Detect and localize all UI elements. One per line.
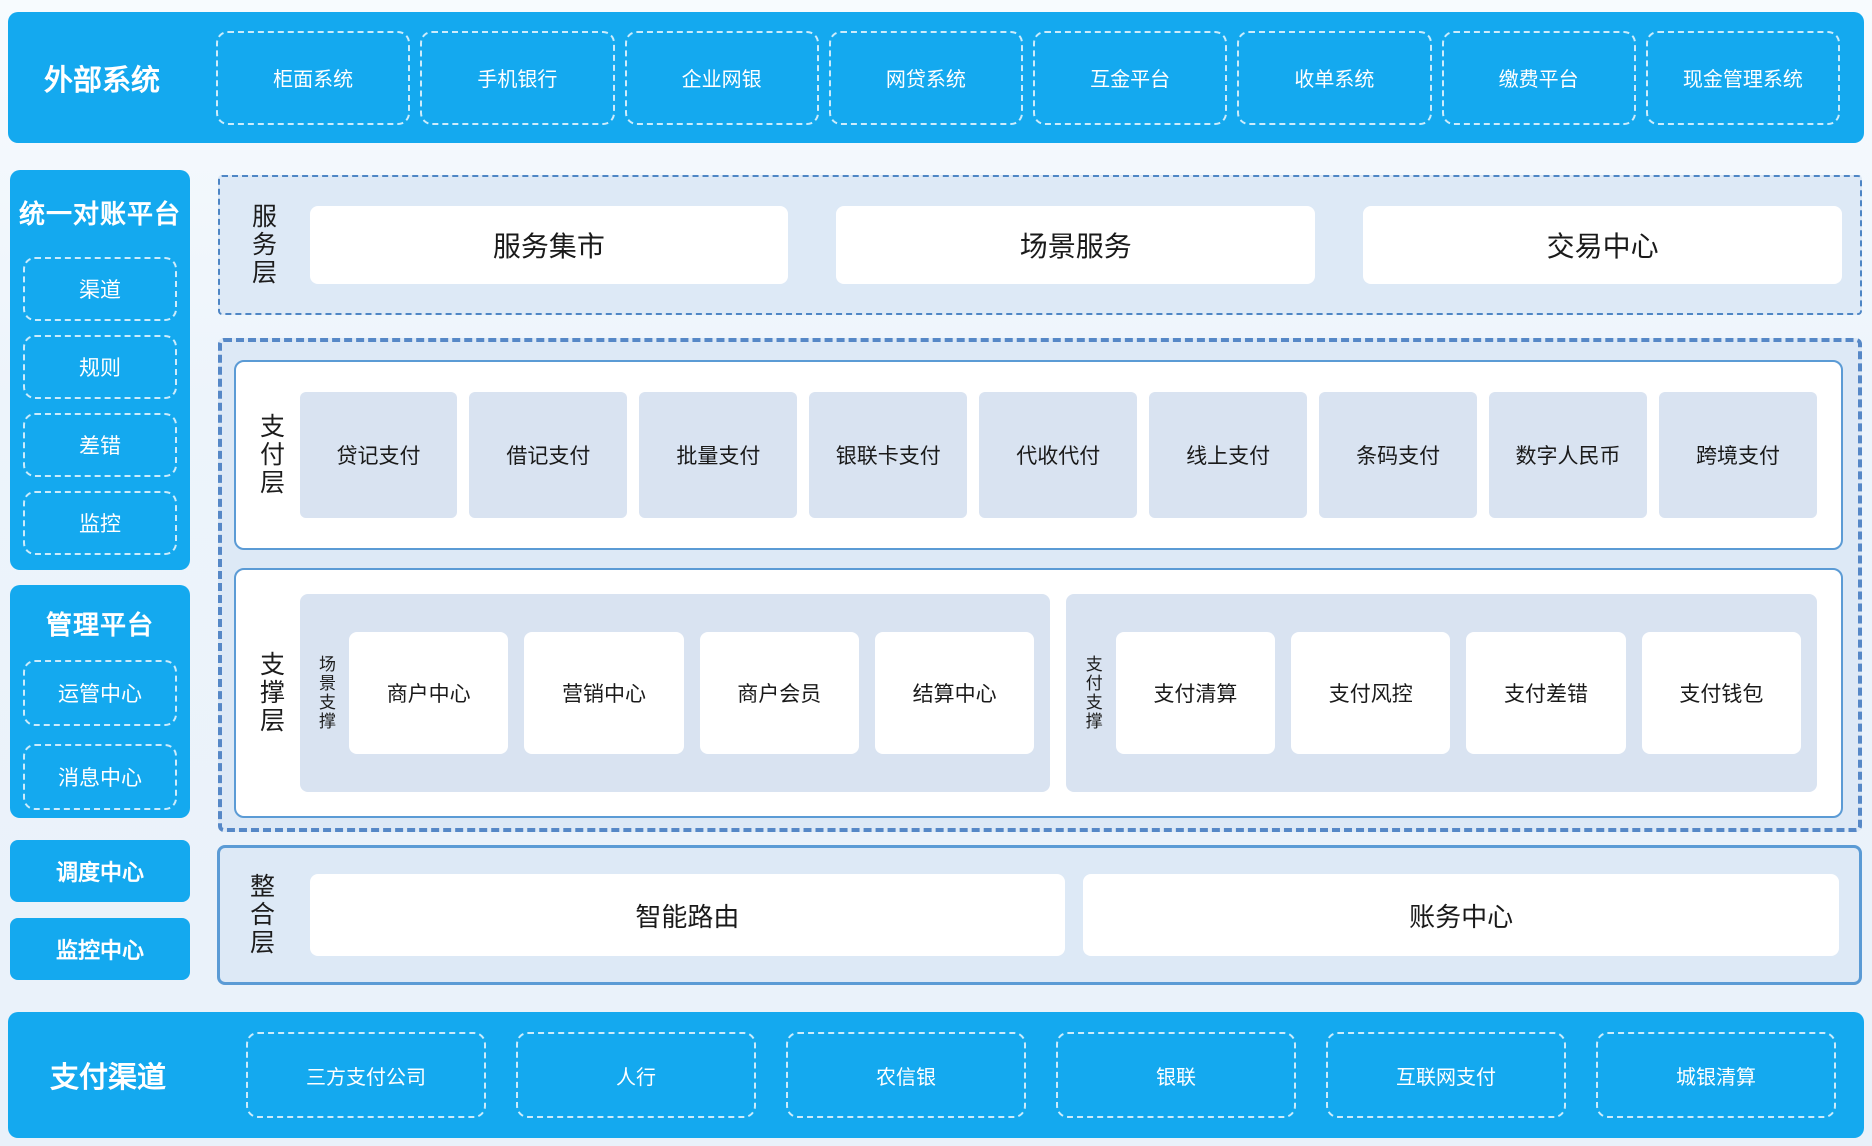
support-layer-box: 支撑层 场景支撑 商户中心 营销中心 商户会员 结算中心 支付支撑 支付清算 bbox=[234, 568, 1843, 818]
payment-support-items: 支付清算 支付风控 支付差错 支付钱包 bbox=[1115, 632, 1801, 754]
payment-box: 批量支付 bbox=[639, 392, 798, 518]
support-box-item: 结算中心 bbox=[874, 632, 1035, 754]
support-box-item: 支付清算 bbox=[1115, 632, 1276, 754]
support-box-item: 支付差错 bbox=[1466, 632, 1626, 754]
support-layer-groups: 场景支撑 商户中心 营销中心 商户会员 结算中心 支付支撑 支付清算 支付风控 … bbox=[299, 594, 1817, 792]
payment-box: 条码支付 bbox=[1319, 392, 1478, 518]
payment-channel-box: 人行 bbox=[516, 1032, 756, 1118]
service-box: 场景服务 bbox=[836, 206, 1316, 284]
external-system-box: 网贷系统 bbox=[828, 30, 1023, 125]
payment-channels-bar: 支付渠道 三方支付公司 人行 农信银 银联 互联网支付 城银清算 bbox=[8, 1012, 1864, 1138]
external-system-box: 柜面系统 bbox=[216, 30, 411, 125]
external-system-box: 缴费平台 bbox=[1441, 30, 1636, 125]
integration-box: 智能路由 bbox=[309, 874, 1066, 956]
management-platform-title: 管理平台 bbox=[45, 610, 154, 640]
service-box: 交易中心 bbox=[1363, 206, 1842, 284]
monitor-center-box: 监控中心 bbox=[10, 918, 190, 980]
reconciliation-box: 差错 bbox=[23, 413, 177, 477]
payment-channels-items: 三方支付公司 人行 农信银 银联 互联网支付 城银清算 bbox=[246, 1032, 1864, 1118]
dispatch-center-box: 调度中心 bbox=[10, 840, 190, 902]
payment-box: 银联卡支付 bbox=[809, 392, 968, 518]
payment-box: 数字人民币 bbox=[1489, 392, 1647, 518]
management-platform-block: 管理平台 运管中心 消息中心 bbox=[10, 585, 190, 818]
payment-channel-box: 农信银 bbox=[786, 1032, 1026, 1118]
payment-layer-label: 支付层 bbox=[256, 413, 285, 497]
payment-layer-box: 支付层 贷记支付 借记支付 批量支付 银联卡支付 代收代付 线上支付 条码支付 … bbox=[234, 360, 1843, 550]
core-layers-wrapper: 支付层 贷记支付 借记支付 批量支付 银联卡支付 代收代付 线上支付 条码支付 … bbox=[218, 338, 1862, 832]
payment-channel-box: 银联 bbox=[1056, 1032, 1296, 1118]
scene-support-label: 场景支撑 bbox=[316, 655, 336, 731]
management-box: 消息中心 bbox=[23, 744, 177, 810]
payment-support-panel: 支付支撑 支付清算 支付风控 支付差错 支付钱包 bbox=[1066, 594, 1817, 792]
management-items: 运管中心 消息中心 bbox=[10, 660, 190, 810]
service-box: 服务集市 bbox=[309, 206, 789, 284]
support-box-item: 商户中心 bbox=[349, 632, 509, 754]
integration-box: 账务中心 bbox=[1083, 874, 1839, 956]
reconciliation-box: 监控 bbox=[23, 491, 177, 555]
service-layer-region: 服务层 服务集市 场景服务 交易中心 bbox=[218, 175, 1862, 315]
support-box-item: 支付风控 bbox=[1291, 632, 1451, 754]
scene-support-panel: 场景支撑 商户中心 营销中心 商户会员 结算中心 bbox=[299, 594, 1051, 792]
payment-box: 借记支付 bbox=[469, 392, 628, 518]
payment-layer-items: 贷记支付 借记支付 批量支付 银联卡支付 代收代付 线上支付 条码支付 数字人民… bbox=[299, 392, 1818, 518]
support-box-item: 营销中心 bbox=[524, 632, 684, 754]
payment-box: 贷记支付 bbox=[299, 392, 458, 518]
external-system-box: 互金平台 bbox=[1033, 30, 1228, 125]
reconciliation-platform-title: 统一对账平台 bbox=[18, 199, 181, 229]
external-system-box: 收单系统 bbox=[1237, 30, 1432, 125]
support-box-item: 商户会员 bbox=[699, 632, 859, 754]
service-layer-label: 服务层 bbox=[248, 203, 277, 287]
reconciliation-items: 渠道 规则 差错 监控 bbox=[10, 257, 190, 555]
payment-channels-title: 支付渠道 bbox=[50, 1062, 167, 1094]
integration-layer-box: 整合层 智能路由 账务中心 bbox=[217, 845, 1862, 985]
reconciliation-platform-block: 统一对账平台 渠道 规则 差错 监控 bbox=[10, 170, 190, 570]
scene-support-items: 商户中心 营销中心 商户会员 结算中心 bbox=[349, 632, 1035, 754]
payment-box: 线上支付 bbox=[1149, 392, 1308, 518]
service-layer-items: 服务集市 场景服务 交易中心 bbox=[309, 206, 1843, 284]
payment-channel-box: 城银清算 bbox=[1596, 1032, 1836, 1118]
payment-support-label: 支付支撑 bbox=[1082, 655, 1102, 731]
support-box-item: 支付钱包 bbox=[1641, 632, 1801, 754]
payment-box: 代收代付 bbox=[979, 392, 1138, 518]
external-systems-items: 柜面系统 手机银行 企业网银 网贷系统 互金平台 收单系统 缴费平台 现金管理系… bbox=[216, 30, 1864, 125]
management-box: 运管中心 bbox=[23, 660, 177, 726]
integration-layer-label: 整合层 bbox=[246, 873, 275, 957]
external-systems-title: 外部系统 bbox=[44, 64, 161, 97]
support-layer-label: 支撑层 bbox=[256, 651, 285, 735]
reconciliation-box: 规则 bbox=[23, 335, 177, 399]
external-system-box: 手机银行 bbox=[420, 30, 615, 125]
integration-layer-items: 智能路由 账务中心 bbox=[309, 874, 1839, 956]
external-systems-bar: 外部系统 柜面系统 手机银行 企业网银 网贷系统 互金平台 收单系统 缴费平台 … bbox=[8, 12, 1864, 143]
external-system-box: 现金管理系统 bbox=[1645, 30, 1840, 125]
payment-box: 跨境支付 bbox=[1659, 392, 1817, 518]
payment-channel-box: 互联网支付 bbox=[1326, 1032, 1566, 1118]
reconciliation-box: 渠道 bbox=[23, 257, 177, 321]
external-system-box: 企业网银 bbox=[624, 30, 819, 125]
payment-channel-box: 三方支付公司 bbox=[246, 1032, 486, 1118]
